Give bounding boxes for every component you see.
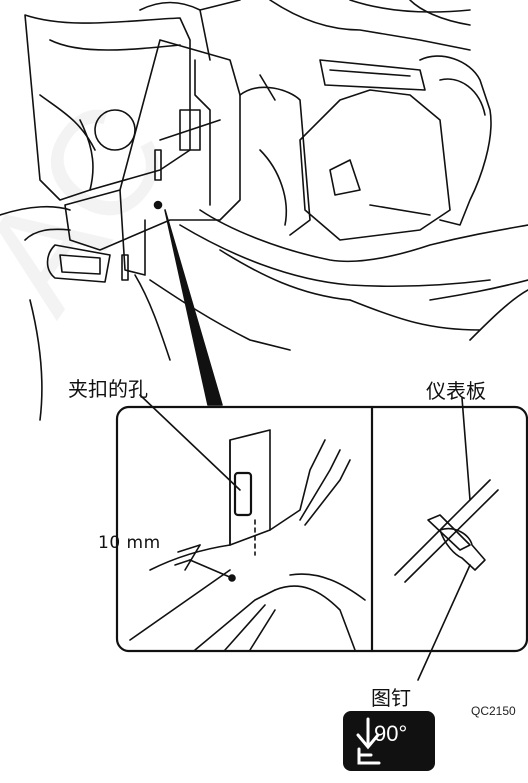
figure-code: QC2150 xyxy=(471,704,516,718)
label-clip-hole: 夹扣的孔 xyxy=(68,377,148,401)
dashboard-illustration xyxy=(0,0,528,421)
label-instrument-panel: 仪表板 xyxy=(426,379,486,403)
angle-badge-text: 90° xyxy=(374,721,408,746)
label-distance: 10 mm xyxy=(98,533,161,553)
detail-view xyxy=(115,394,528,681)
label-pushpin: 图钉 xyxy=(371,686,411,710)
arrow-down-icon xyxy=(356,717,381,765)
